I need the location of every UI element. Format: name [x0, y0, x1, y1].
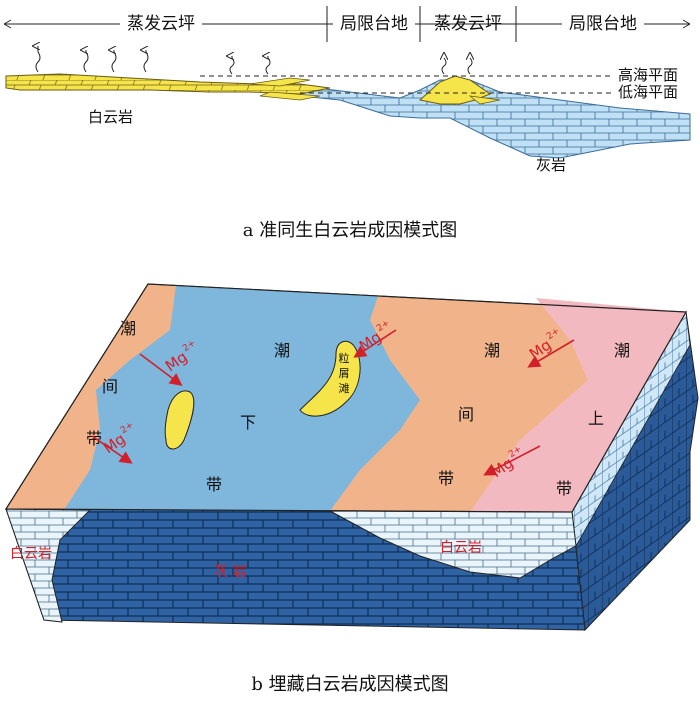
- supratidal-char: 潮: [614, 341, 630, 360]
- subtidal-char: 带: [206, 475, 222, 494]
- low-sea-level-label: 低海平面: [618, 83, 678, 101]
- panel-a: 蒸发云坪 局限台地 蒸发云坪 局限台地 高海平面 低海平面: [4, 6, 690, 241]
- evaporation-arrow: [112, 50, 116, 72]
- zone-label-evaporite-2: 蒸发云坪: [434, 14, 502, 34]
- front-limestone-label: 灰 岩: [214, 564, 246, 580]
- evaporation-arrow: [144, 50, 148, 72]
- evaporation-arrow: [84, 50, 88, 72]
- zone-label-restricted-1: 局限台地: [340, 14, 408, 34]
- intertidal-left-char: 潮: [120, 319, 136, 338]
- shoal-label-char: 屑: [339, 367, 350, 380]
- zone-label-restricted-2: 局限台地: [569, 14, 637, 34]
- limestone-label: 灰岩: [536, 156, 566, 174]
- evaporation-arrow: [442, 58, 446, 74]
- shoal-label-char: 滩: [339, 381, 350, 395]
- zone-label-evaporite-1: 蒸发云坪: [127, 14, 195, 34]
- front-dolomite-right-label: 白云岩: [440, 540, 482, 556]
- panel-b: 粒 屑 滩 潮 间 带 潮 下 带 潮 间 带 潮 上 带 Mg 2+ Mg 2…: [6, 284, 698, 695]
- evaporation-arrow: [468, 58, 472, 74]
- evaporation-arrow: [36, 46, 40, 72]
- caption-b: b 埋藏白云岩成因模式图: [251, 674, 448, 695]
- dolomite-label: 白云岩: [88, 108, 133, 126]
- shoal-label-char: 粒: [339, 351, 350, 365]
- subtidal-char: 潮: [274, 341, 290, 360]
- evaporation-arrow: [266, 56, 270, 74]
- front-dolomite-left-label: 白云岩: [10, 546, 52, 562]
- subtidal-char: 下: [240, 413, 256, 432]
- intertidal-right-char: 带: [438, 469, 454, 488]
- evaporation-arrows: [36, 46, 472, 74]
- intertidal-left-char: 带: [86, 429, 102, 448]
- high-sea-level-label: 高海平面: [618, 66, 678, 84]
- intertidal-left-char: 间: [102, 377, 118, 396]
- caption-a: a 准同生白云岩成因模式图: [243, 220, 457, 241]
- supratidal-char: 上: [588, 409, 604, 428]
- intertidal-right-char: 间: [458, 405, 474, 424]
- supratidal-char: 带: [556, 479, 572, 498]
- evaporation-arrow: [230, 56, 234, 74]
- intertidal-right-char: 潮: [484, 341, 500, 360]
